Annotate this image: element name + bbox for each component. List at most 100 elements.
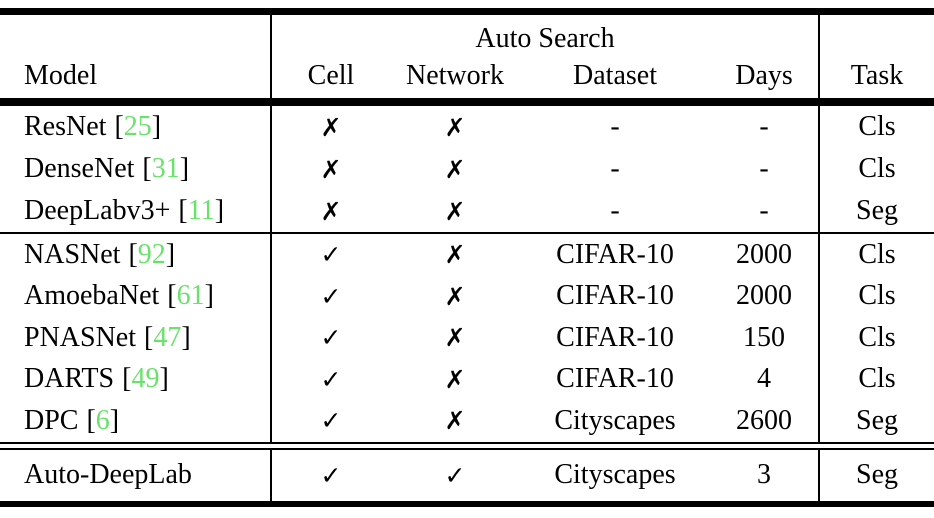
network-search-mark: ✗ bbox=[444, 196, 466, 226]
days-cell: 2000 bbox=[736, 238, 792, 270]
network-search-mark: ✗ bbox=[444, 323, 466, 353]
task-cell: Cls bbox=[818, 106, 934, 148]
model-cell: DARTS [49] bbox=[0, 358, 272, 400]
column-header-task: Task bbox=[818, 15, 934, 98]
network-search-mark: ✓ bbox=[444, 460, 466, 490]
citation: [92] bbox=[128, 238, 176, 270]
comparison-table: Model Auto Search Cell Network Dataset D… bbox=[0, 8, 934, 507]
network-search-mark: ✗ bbox=[444, 154, 466, 184]
dataset-cell: Cityscapes bbox=[554, 459, 676, 490]
dataset-cell: - bbox=[610, 111, 620, 142]
model-cell: DenseNet [31] bbox=[0, 148, 272, 190]
citation: [6] bbox=[86, 404, 120, 436]
table-row-pnasnet: PNASNet [47] ✓ ✗ CIFAR-10 150 Cls bbox=[0, 317, 934, 359]
citation-number: 6 bbox=[95, 404, 110, 436]
days-cell: - bbox=[759, 195, 769, 226]
dataset-cell: - bbox=[610, 195, 620, 226]
table-row-nasnet: NASNet [92] ✓ ✗ CIFAR-10 2000 Cls bbox=[0, 234, 934, 276]
model-name: ResNet bbox=[24, 111, 107, 142]
days-cell: 3 bbox=[757, 459, 771, 490]
model-cell: NASNet [92] bbox=[0, 234, 272, 276]
days-cell: 2000 bbox=[736, 280, 792, 312]
citation: [31] bbox=[142, 153, 190, 184]
cell-search-mark: ✓ bbox=[320, 460, 342, 490]
dataset-cell: - bbox=[610, 153, 620, 184]
citation: [47] bbox=[144, 321, 191, 353]
cell-search-mark: ✓ bbox=[320, 281, 342, 311]
dataset-cell: CIFAR-10 bbox=[556, 321, 674, 353]
citation: [11] bbox=[178, 195, 225, 226]
auto-search-label: Auto Search bbox=[475, 22, 615, 54]
task-cell: Cls bbox=[818, 275, 934, 317]
model-cell: DeepLabv3+ [11] bbox=[0, 190, 272, 232]
citation-number: 92 bbox=[137, 238, 166, 270]
model-cell: ResNet [25] bbox=[0, 106, 272, 148]
model-name: NASNet bbox=[24, 238, 121, 270]
model-name: DeepLabv3+ bbox=[24, 195, 171, 226]
citation-number: 61 bbox=[176, 280, 205, 312]
citation: [61] bbox=[167, 280, 214, 312]
table-row-auto-deeplab: Auto-DeepLab ✓ ✓ Cityscapes 3 Seg bbox=[0, 449, 934, 501]
model-name: DenseNet bbox=[24, 153, 135, 184]
model-cell: AmoebaNet [61] bbox=[0, 275, 272, 317]
top-rule bbox=[0, 8, 934, 15]
bottom-rule bbox=[0, 500, 934, 507]
citation: [49] bbox=[122, 363, 169, 395]
network-search-mark: ✗ bbox=[444, 112, 466, 142]
citation-number: 47 bbox=[153, 321, 182, 353]
double-rule bbox=[0, 441, 934, 450]
days-cell: - bbox=[759, 153, 769, 184]
cell-search-mark: ✗ bbox=[320, 154, 342, 184]
model-cell: DPC [6] bbox=[0, 400, 272, 442]
model-header-label: Model bbox=[24, 60, 98, 91]
dataset-cell: CIFAR-10 bbox=[556, 238, 674, 270]
citation-number: 25 bbox=[123, 111, 152, 142]
section-rule bbox=[0, 232, 934, 234]
cell-search-mark: ✓ bbox=[320, 406, 342, 436]
days-cell: 150 bbox=[743, 321, 785, 353]
cell-search-mark: ✓ bbox=[320, 240, 342, 270]
table-header: Model Auto Search Cell Network Dataset D… bbox=[0, 15, 934, 98]
column-header-dataset: Dataset bbox=[573, 60, 657, 91]
model-name: AmoebaNet bbox=[24, 280, 160, 312]
model-name: PNASNet bbox=[24, 321, 137, 353]
network-search-mark: ✗ bbox=[444, 364, 466, 394]
cell-search-mark: ✗ bbox=[320, 112, 342, 142]
task-cell: Seg bbox=[818, 400, 934, 442]
table-row-dpc: DPC [6] ✓ ✗ Cityscapes 2600 Seg bbox=[0, 400, 934, 442]
task-cell: Seg bbox=[818, 190, 934, 232]
table-row-resnet: ResNet [25] ✗ ✗ - - Cls bbox=[0, 106, 934, 148]
cell-search-mark: ✗ bbox=[320, 196, 342, 226]
model-cell: PNASNet [47] bbox=[0, 317, 272, 359]
task-cell: Cls bbox=[818, 358, 934, 400]
task-cell: Cls bbox=[818, 148, 934, 190]
citation-number: 31 bbox=[151, 153, 180, 184]
network-search-mark: ✗ bbox=[444, 406, 466, 436]
group-header-auto-search: Auto Search bbox=[272, 15, 818, 56]
column-header-model: Model bbox=[0, 15, 272, 98]
task-cell: Cls bbox=[818, 317, 934, 359]
cell-search-mark: ✓ bbox=[320, 323, 342, 353]
table-row-amoebanet: AmoebaNet [61] ✓ ✗ CIFAR-10 2000 Cls bbox=[0, 275, 934, 317]
citation-number: 11 bbox=[187, 195, 215, 226]
days-cell: 4 bbox=[757, 363, 771, 395]
model-cell: Auto-DeepLab bbox=[0, 449, 272, 501]
table-row-darts: DARTS [49] ✓ ✗ CIFAR-10 4 Cls bbox=[0, 358, 934, 400]
citation-number: 49 bbox=[131, 363, 160, 395]
dataset-cell: CIFAR-10 bbox=[556, 280, 674, 312]
cell-search-mark: ✓ bbox=[320, 364, 342, 394]
days-cell: 2600 bbox=[736, 404, 792, 436]
model-name: DPC bbox=[24, 404, 79, 436]
column-header-cell: Cell bbox=[307, 60, 355, 91]
dataset-cell: CIFAR-10 bbox=[556, 363, 674, 395]
table-row-deeplabv3plus: DeepLabv3+ [11] ✗ ✗ - - Seg bbox=[0, 190, 934, 232]
column-header-network: Network bbox=[406, 60, 504, 91]
header-rule bbox=[0, 98, 934, 106]
task-cell: Cls bbox=[818, 234, 934, 276]
network-search-mark: ✗ bbox=[444, 240, 466, 270]
task-cell: Seg bbox=[818, 449, 934, 501]
network-search-mark: ✗ bbox=[444, 281, 466, 311]
citation: [25] bbox=[114, 111, 162, 142]
model-name: DARTS bbox=[24, 363, 115, 395]
dataset-cell: Cityscapes bbox=[554, 404, 676, 436]
